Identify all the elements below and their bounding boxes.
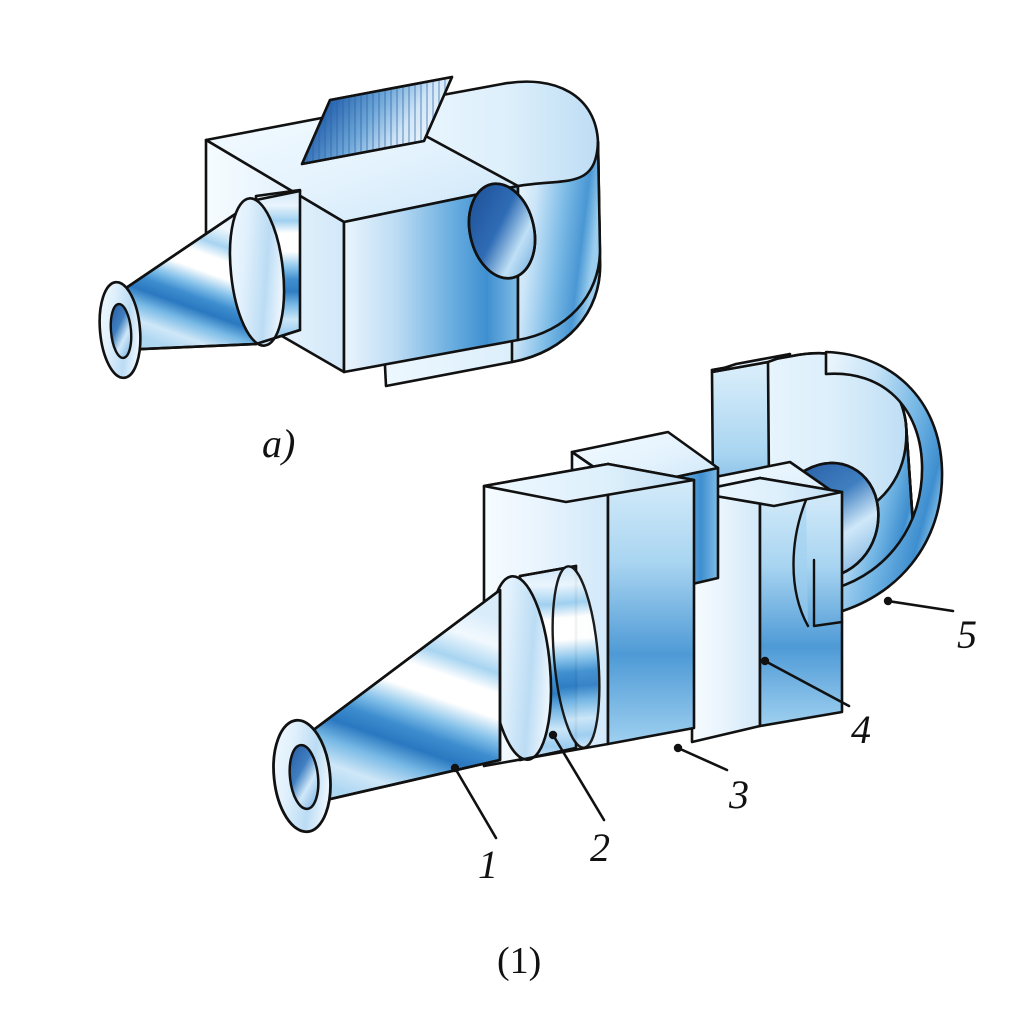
callout-label-3: 3 — [729, 772, 749, 817]
leader-2 — [548, 730, 606, 822]
through-bore-hole — [467, 182, 537, 280]
tapered-shaft-assembled — [98, 188, 302, 380]
callout-label-4: 4 — [851, 707, 871, 752]
exploded-view — [272, 350, 944, 834]
leader-3 — [673, 743, 729, 772]
callout-label-1: 1 — [478, 842, 498, 887]
leader-1 — [450, 763, 498, 840]
leader-4 — [760, 656, 851, 708]
part-2-collar — [487, 564, 601, 762]
part-1-tapered-shaft — [272, 588, 502, 834]
callout-leaders — [450, 596, 955, 840]
figure-caption: (1) — [497, 940, 542, 982]
body-end-face — [516, 140, 602, 342]
subfigure-label-a: a) — [262, 421, 296, 466]
keyway-slot — [300, 75, 454, 166]
assembled-view — [98, 75, 602, 388]
callout-label-2: 2 — [590, 825, 610, 870]
callout-label-5: 5 — [957, 612, 977, 657]
leader-5 — [883, 596, 955, 613]
